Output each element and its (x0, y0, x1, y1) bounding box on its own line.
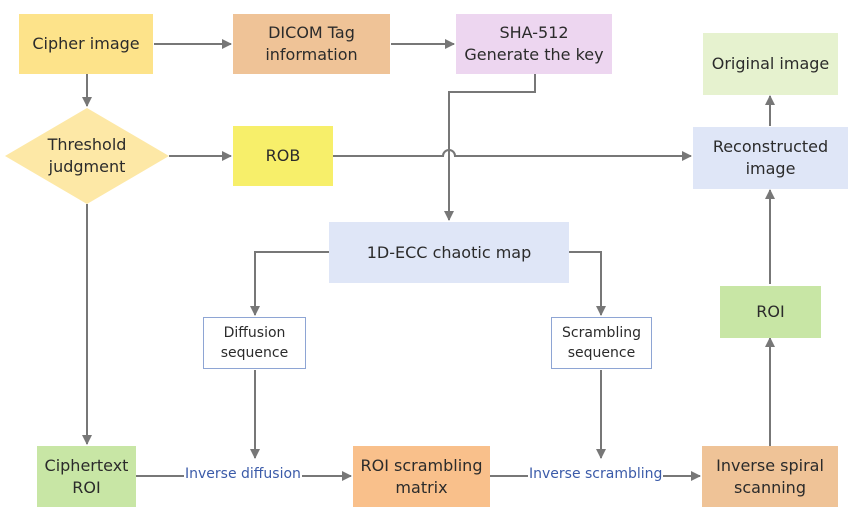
cipher-image-label: Cipher image (32, 34, 140, 53)
inverse-spiral-line2: scanning (734, 477, 806, 497)
scrambling-line2: sequence (567, 345, 636, 361)
arrow-ecc-to-scrambling (569, 251, 606, 316)
roi-node: ROI (720, 286, 821, 338)
inverse-diffusion-label: Inverse diffusion (184, 466, 302, 482)
ecc-chaotic-map-label: 1D-ECC chaotic map (366, 242, 532, 262)
ecc-chaotic-map-node: 1D-ECC chaotic map (329, 222, 569, 283)
rob-label: ROB (265, 146, 301, 165)
arrow-ecc-to-diffusion (250, 251, 329, 316)
ciphertext-line1: Ciphertext (44, 455, 129, 475)
original-image-node: Original image (703, 33, 838, 95)
roi-matrix-line2: matrix (395, 477, 448, 497)
roi-matrix-line1: ROI scrambling (360, 455, 483, 475)
diffusion-line1: Diffusion (223, 325, 286, 341)
sha512-node: SHA-512 Generate the key (456, 14, 612, 74)
diffusion-sequence-node: Diffusion sequence (203, 317, 306, 369)
original-image-label: Original image (711, 54, 830, 73)
threshold-line1: Threshold (47, 135, 127, 154)
dicom-tag-line2: information (265, 45, 358, 64)
reconstructed-line1: Reconstructed (712, 137, 829, 156)
threshold-diamond (5, 108, 169, 204)
inverse-spiral-node: Inverse spiral scanning (702, 446, 838, 507)
dicom-tag-line1: DICOM Tag (268, 23, 355, 42)
threshold-line2: judgment (48, 157, 126, 176)
reconstructed-line2: image (745, 159, 796, 178)
roi-label: ROI (756, 302, 785, 321)
inverse-scrambling-label: Inverse scrambling (528, 466, 664, 482)
arrow-sha-to-ecc (444, 74, 536, 221)
scrambling-sequence-node: Scrambling sequence (551, 317, 652, 369)
threshold-node: Threshold judgment (22, 130, 152, 182)
arrow-rob-to-reconstructed (333, 149, 692, 161)
roi-scrambling-matrix-node: ROI scrambling matrix (353, 446, 490, 507)
scrambling-line1: Scrambling (562, 325, 641, 341)
diffusion-line2: sequence (220, 345, 289, 361)
ciphertext-line2: ROI (72, 477, 101, 497)
reconstructed-image-node: Reconstructed image (693, 127, 848, 189)
sha512-line1: SHA-512 (499, 23, 569, 42)
ciphertext-roi-node: Ciphertext ROI (37, 446, 136, 507)
dicom-tag-node: DICOM Tag information (233, 14, 390, 74)
rob-node: ROB (233, 126, 333, 186)
inverse-spiral-line1: Inverse spiral (716, 455, 824, 475)
cipher-image-node: Cipher image (19, 14, 153, 74)
sha512-line2: Generate the key (464, 45, 604, 64)
